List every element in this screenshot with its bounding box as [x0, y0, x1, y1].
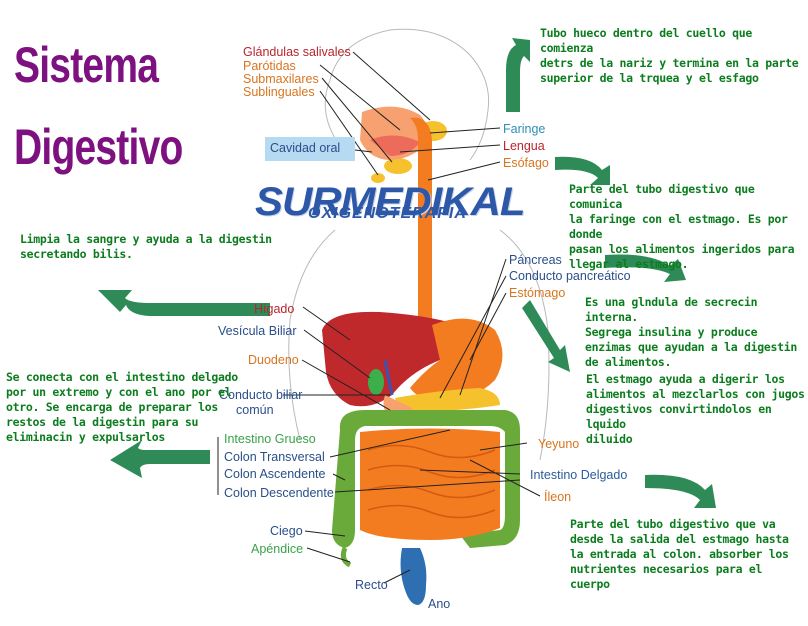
cavidad-oral-label-box: Cavidad oral	[265, 137, 355, 161]
label-cavidad-oral: Cavidad oral	[270, 141, 341, 155]
green-arrows	[98, 38, 716, 508]
label-colon-transversal: Colon Transversal	[224, 450, 325, 464]
label-esofago: Esófago	[503, 156, 549, 170]
large-intestine-shape	[332, 410, 520, 548]
label-conducto-biliar-1: Conducto biliar	[219, 388, 303, 402]
rectum-shape	[400, 548, 427, 605]
desc-pancreas: Es una glndula de secrecin interna. Segr…	[585, 295, 797, 369]
label-ano: Ano	[428, 597, 451, 611]
desc-intestino-delgado: Parte del tubo digestivo que va desde la…	[570, 517, 789, 591]
label-intestino-delgado: Intestino Delgado	[530, 468, 628, 482]
page-title-line1: Sistema	[14, 37, 159, 93]
label-yeyuno: Yeyuno	[538, 437, 580, 451]
label-glandulas-salivales: Glándulas salivales	[243, 45, 351, 59]
logo-brand: SURMEDIKAL	[255, 180, 526, 224]
label-conducto-pancreatico: Conducto pancreático	[509, 269, 631, 283]
label-colon-descendente: Colon Descendente	[224, 486, 334, 500]
label-conducto-biliar-2: común	[236, 403, 274, 417]
desc-higado: Limpia la sangre y ayuda a la digestin s…	[20, 232, 272, 261]
label-colon-ascendente: Colon Ascendente	[224, 467, 326, 481]
label-faringe: Faringe	[503, 122, 546, 136]
small-intestine-shape	[360, 428, 500, 540]
desc-faringe: Tubo hueco dentro del cuello que comienz…	[540, 26, 799, 85]
desc-esofago: Parte del tubo digestivo que comunica la…	[569, 182, 795, 271]
pancreas-shape	[395, 388, 500, 412]
label-ciego: Ciego	[270, 524, 303, 538]
mouth-organs	[360, 106, 447, 183]
label-sublinguales: Sublinguales	[243, 85, 315, 99]
label-submaxilares: Submaxilares	[243, 72, 319, 86]
page-title-line2: Digestivo	[14, 119, 183, 175]
label-apendice: Apéndice	[251, 542, 304, 556]
label-recto: Recto	[355, 578, 388, 592]
label-intestino-grueso: Intestino Grueso	[224, 432, 316, 446]
leader-lines	[217, 51, 541, 584]
esophagus-tube	[410, 117, 440, 362]
label-pancreas: Páncreas	[509, 253, 562, 267]
label-duodeno: Duodeno	[248, 353, 299, 367]
label-vesicula-biliar: Vesícula Biliar	[218, 324, 297, 338]
label-ileon: Íleon	[544, 490, 572, 504]
label-estomago: Estómago	[509, 286, 566, 300]
desc-intestino-grueso: Se conecta con el intestino delgado por …	[6, 370, 238, 444]
desc-estomago: El estmago ayuda a digerir los alimentos…	[586, 372, 805, 446]
label-lengua: Lengua	[503, 139, 545, 153]
label-higado: Hígado	[254, 302, 295, 316]
appendix-shape	[340, 547, 352, 568]
label-parotidas: Parótidas	[243, 59, 296, 73]
gallbladder-shape	[368, 369, 384, 395]
logo-subtitle: OXIGENOTERAPIA	[308, 205, 467, 222]
